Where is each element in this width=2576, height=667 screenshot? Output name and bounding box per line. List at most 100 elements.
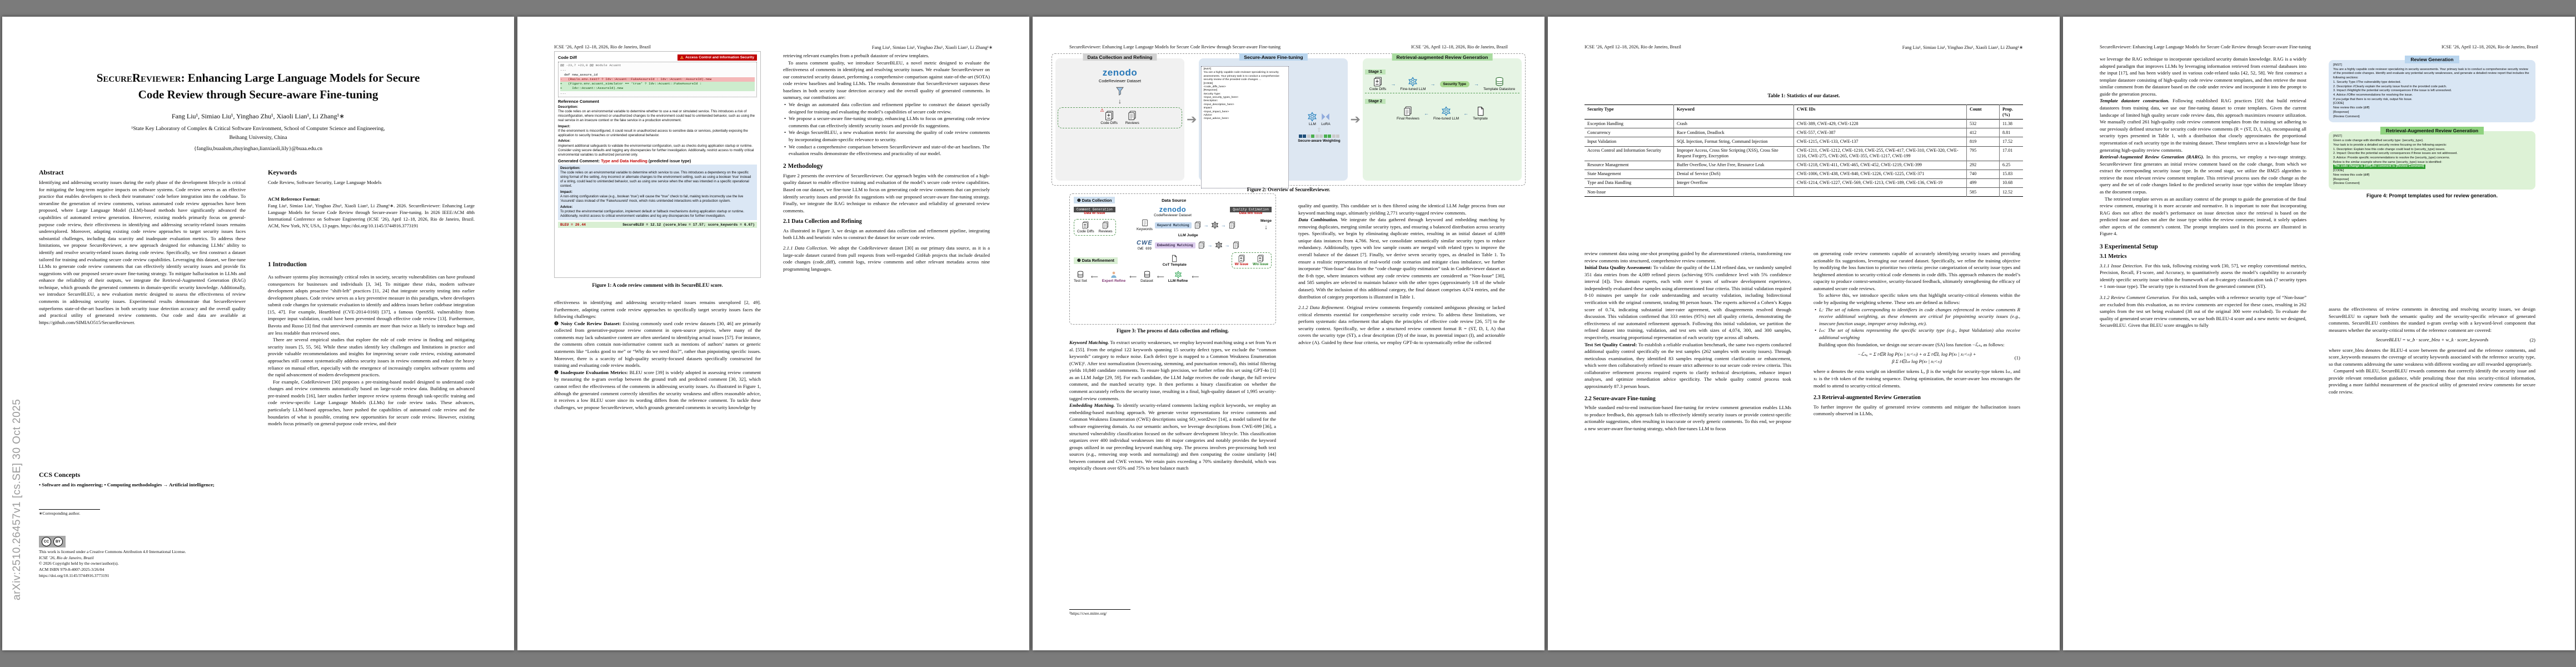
section-2-1-2-text: Original review comments frequently cont… xyxy=(1298,305,1505,345)
header-short-title: SecureReviewer: Enhancing Large Language… xyxy=(2100,44,2311,49)
panel-a-title: Data Collection and Refining xyxy=(1083,53,1157,61)
intro-paragraph: As software systems play increasingly cr… xyxy=(268,274,475,336)
zenodo-logo: zenodo xyxy=(1159,205,1187,213)
equation-line2: β Σ t∈Iₛₜ log P(xₜ | x₍<ₜ₎) xyxy=(1892,359,1942,365)
embedding-matching-label: Embedding Matching. xyxy=(1069,402,1115,409)
page5-left-text: we leverage the RAG technique to incorpo… xyxy=(2100,56,2306,623)
arrow-icon: ← xyxy=(1423,111,1429,116)
code-line: def new_assure_id xyxy=(560,72,598,77)
table1-caption: Table 1: Statistics of our dataset. xyxy=(1767,93,1840,99)
arrow-icon: → xyxy=(1207,242,1213,248)
cell-count: 819 xyxy=(1966,137,2000,147)
cell-security-type: Resource Management xyxy=(1587,162,1629,168)
fine-tuned-llm-label: Fine-tuned LLM xyxy=(1433,117,1459,121)
data-combination-label: Data Combination. xyxy=(1298,217,1338,223)
body-paragraph: Figure 2 presents the overview of Secure… xyxy=(783,172,990,213)
rarg-label: Retrieval-Augmented Review Generation (R… xyxy=(2100,154,2204,160)
generated-comment-box: Description:The code relies on an enviro… xyxy=(558,165,757,220)
impact-text: If the environment is misconfigured, it … xyxy=(558,128,748,137)
reviews-doc-icon xyxy=(1102,221,1109,229)
token-set-bullet: Iₛₜ: The set of tokens representing the … xyxy=(1813,327,2020,341)
cell-keyword xyxy=(1673,187,1794,197)
arrow-icon: ← xyxy=(1463,111,1469,116)
page3-right-text: quality and quantity. This candidate set… xyxy=(1298,202,1505,623)
page3-left-text: Keyword Matching. To extract security we… xyxy=(1069,339,1276,605)
body-paragraph: quality and quantity. This candidate set… xyxy=(1298,203,1505,216)
acm-ref-text: Fang Liu¹, Simiao Liu¹, Yinghao Zhu¹, Xi… xyxy=(268,203,475,228)
page-2: ICSE ’26, April 12–18, 2026, Rio de Jane… xyxy=(517,17,1029,650)
data-combination-paragraph: Data Combination. We integrate the data … xyxy=(1298,216,1505,300)
intro-text-block: As software systems play increasingly cr… xyxy=(268,273,475,629)
contribution-bullet: We design SecureBLEU, a new evaluation m… xyxy=(783,129,990,143)
database-icon xyxy=(1494,77,1504,87)
lora-label: LoRA xyxy=(1321,122,1331,126)
llm-item: LLM xyxy=(1307,112,1317,126)
affiliation-line2: Beihang University, China xyxy=(229,135,287,141)
arrow-icon: → xyxy=(1473,81,1479,87)
warning-icon: ⚠ xyxy=(1100,107,1104,113)
body-paragraph: To further improve the quality of genera… xyxy=(1813,404,2020,417)
section-2-1-2-label: 2.1.2 Data Refinement. xyxy=(1298,305,1345,311)
cell-prop: 6.25 xyxy=(1999,161,2023,170)
section-3-1-2-text: For this task, samples with a reference … xyxy=(2100,295,2306,328)
advice-label: Advice: xyxy=(560,205,573,209)
license-venue: ICSE ’26, Rio de Janeiro, Brazil xyxy=(39,555,94,560)
llm-judge-icon xyxy=(1215,241,1223,249)
page2-left-text: effectiveness in identifying and address… xyxy=(554,299,761,633)
header-authors: Fang Liu¹, Simiao Liu¹, Yinghao Zhu¹, Xi… xyxy=(871,45,993,50)
section-2-3-heading: 2.3 Retrieval-augmented Review Generatio… xyxy=(1813,395,1921,401)
rarg-tab: Retrieval-Augmented Review Generation xyxy=(2380,127,2484,135)
code-line-added: + (Figaro.env.acuant_simulator == ‘true’… xyxy=(560,82,755,87)
challenge2-text: BLEU score [39] is widely adopted in ass… xyxy=(554,369,761,410)
section-3-1-1-paragraph: 3.1.1 Issue Detection.For this task, fol… xyxy=(2100,262,2306,290)
reference-description: Description:The code relies on an enviro… xyxy=(558,105,757,123)
column-header: Count xyxy=(1966,104,2000,120)
cell-keyword: SQL Injection, Format String, Command In… xyxy=(1673,137,1794,147)
equation-number: (1) xyxy=(2014,355,2020,361)
embedding-matching-paragraph: Embedding Matching. To identify security… xyxy=(1069,402,1276,472)
test-set-label: Test Set xyxy=(1074,279,1087,283)
page5-right-text: assess the effectiveness of review comme… xyxy=(2329,306,2535,623)
llm-judge-label: LLM Judge xyxy=(1178,233,1198,237)
lora-item: LoRA xyxy=(1321,112,1331,126)
equation-number: (2) xyxy=(2529,337,2535,343)
methodology-heading: 2 Methodology xyxy=(783,162,823,170)
template-datastore-label: Template datastore construction. xyxy=(2100,98,2170,104)
cc-icon: CC xyxy=(42,537,51,546)
secure-aware-weighting-label: Secure-aware Weighting xyxy=(1298,139,1341,143)
arrow-icon: → xyxy=(1203,222,1209,228)
cell-prop: 11.38 xyxy=(1999,119,2023,128)
cell-cwe-ids: CWE-1218, CWE-411, CWE-465, CWE-452, CWE… xyxy=(1793,161,1967,170)
paper-title-line2: Code Review through Secure-aware Fine-tu… xyxy=(138,88,378,101)
reviews-doc-icon xyxy=(1403,106,1413,116)
docs-icon xyxy=(1194,221,1202,229)
cwe-footnote-link[interactable]: ¹https://cwe.mitre.org/ xyxy=(1069,611,1107,616)
doi-link[interactable]: https://doi.org/10.1145/3744916.3773191 xyxy=(39,573,109,578)
expert-refine-label: Expert Refine xyxy=(1102,279,1126,283)
section-2-1-2-paragraph: 2.1.2 Data Refinement.Original review co… xyxy=(1298,304,1505,346)
code-diff-doc-icon xyxy=(1104,111,1114,121)
banner-text: Access Control and Information Security xyxy=(685,56,754,59)
header-conference: ICSE ’26, April 12–18, 2026, Rio de Jane… xyxy=(1411,44,1508,49)
llm-label: LLM xyxy=(1309,122,1316,126)
cell-cwe-ids: CWE-1214, CWE-1227, CWE-569, CWE-1213, C… xyxy=(1793,178,1967,188)
rarg-text: In this process, we employ a two-stage s… xyxy=(2100,154,2306,195)
final-reviews-item: Final Reviews xyxy=(1397,106,1419,121)
cell-prop: 10.68 xyxy=(1999,178,2023,188)
reviews-label: Reviews xyxy=(1125,121,1139,125)
page-5: SecureReviewer: Enhancing Large Language… xyxy=(2063,17,2575,650)
template-item: Template xyxy=(1473,106,1488,121)
token-set-bullet: Iᵥ: The set of tokens corresponding to i… xyxy=(1813,306,2020,327)
intro-heading-block: 1 Introduction xyxy=(268,260,475,273)
data-without-issue-label: Data w/o issue xyxy=(1239,212,1263,215)
section-3-heading: 3 Experimental Setup xyxy=(2100,243,2158,251)
advice-text: To protect the environmental configurati… xyxy=(560,209,744,218)
header-conference: ICSE ’26, April 12–18, 2026, Rio de Jane… xyxy=(1585,44,1681,49)
intro-paragraph: For example, CodeReviewer [30] proposes … xyxy=(268,379,475,427)
panel-b-title: Secure-Aware Fine-tuning xyxy=(1239,53,1308,61)
arrow-icon: → xyxy=(1430,81,1436,87)
corresponding-author-footnote: ∗Corresponding author. xyxy=(39,511,81,516)
